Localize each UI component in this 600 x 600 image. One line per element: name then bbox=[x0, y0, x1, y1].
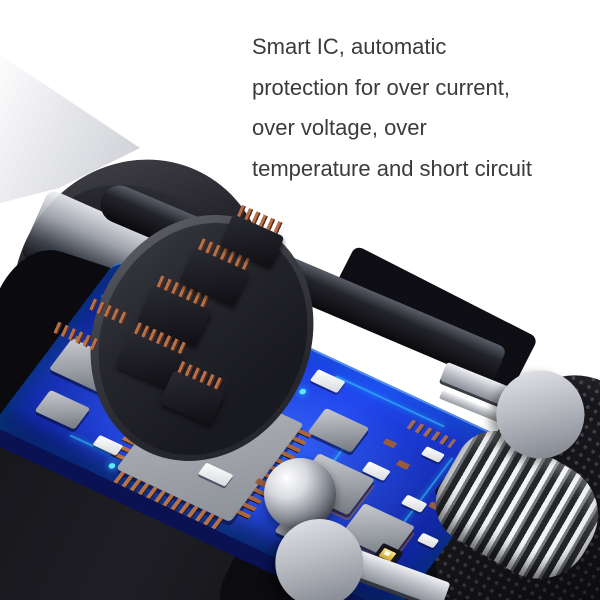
chrome-ball-contact bbox=[264, 458, 336, 530]
caption-line-1: Smart IC, automatic bbox=[252, 34, 447, 59]
caption-line-3: over voltage, over bbox=[252, 115, 427, 140]
caption-text: Smart IC, automatic protection for over … bbox=[252, 27, 588, 197]
caption-line-4: temperature and short circuit bbox=[252, 155, 533, 181]
caption-line-2: protection for over current, bbox=[252, 74, 511, 100]
